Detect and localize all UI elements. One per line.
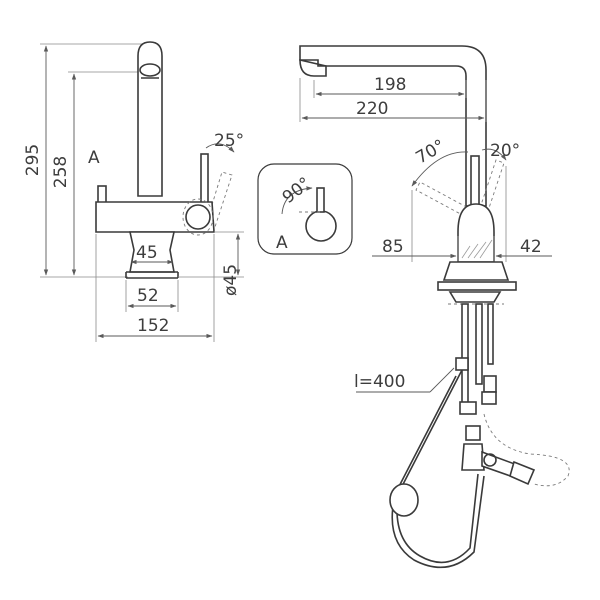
top-view-angle-label: 90°	[279, 174, 315, 208]
side-hose-weight	[455, 357, 469, 371]
side-spout	[299, 45, 487, 207]
offset-right-label: 42	[520, 237, 542, 257]
front-right-lever-tilted	[204, 171, 233, 231]
top-view-rotation-arc	[281, 186, 313, 215]
side-body-hatching	[461, 239, 493, 259]
side-lever-tilt-left	[415, 181, 473, 219]
front-lever-angle-arc	[205, 143, 235, 153]
top-view-body	[305, 210, 337, 242]
top-view-frame	[257, 163, 353, 255]
side-valve-block	[483, 375, 497, 393]
side-lever	[470, 155, 480, 209]
side-view: 198 220 70° 20° 85 42	[299, 45, 570, 569]
front-right-lever	[200, 153, 209, 205]
side-angle-arc-right	[481, 148, 507, 161]
overall-width-label: 152	[137, 316, 169, 336]
top-view-lever	[316, 187, 325, 213]
reach-inner-label: 198	[374, 75, 406, 95]
side-hose-weight-ring	[389, 483, 419, 517]
side-supply-hose	[475, 303, 483, 385]
height-total-label: 295	[23, 144, 43, 176]
top-view: 90° A	[257, 163, 353, 255]
inlet-width-label: 45	[136, 243, 158, 263]
side-shank	[461, 303, 469, 405]
side-spray-head	[299, 58, 327, 77]
side-mount-nut	[448, 291, 502, 303]
side-deck-base	[442, 261, 510, 281]
front-lever-angle-label: 25°	[214, 131, 244, 151]
height-spout-label: 258	[51, 156, 71, 188]
side-angle-left-label: 70°	[413, 136, 449, 168]
top-view-handle-marker: A	[276, 233, 288, 253]
base-width-label: 52	[137, 286, 159, 306]
reach-outer-label: 220	[356, 99, 388, 119]
side-lever-tilt-right	[479, 159, 505, 212]
base-diameter-label: ø45	[221, 264, 241, 296]
front-spout-body	[137, 41, 163, 197]
side-connector	[465, 425, 481, 441]
side-dashed-loop	[483, 413, 570, 487]
side-angle-arc-left	[411, 151, 469, 187]
side-deck-plate	[437, 281, 517, 291]
side-t-fitting	[461, 443, 485, 471]
front-handle-marker: A	[88, 148, 100, 168]
front-view: 295 258 A 25° 45 ø45	[23, 41, 244, 342]
side-body	[457, 203, 495, 263]
offset-left-label: 85	[382, 237, 404, 257]
front-body	[95, 201, 215, 233]
side-angle-right-label: 20°	[490, 141, 520, 161]
hose-length-label: l=400	[354, 372, 405, 392]
